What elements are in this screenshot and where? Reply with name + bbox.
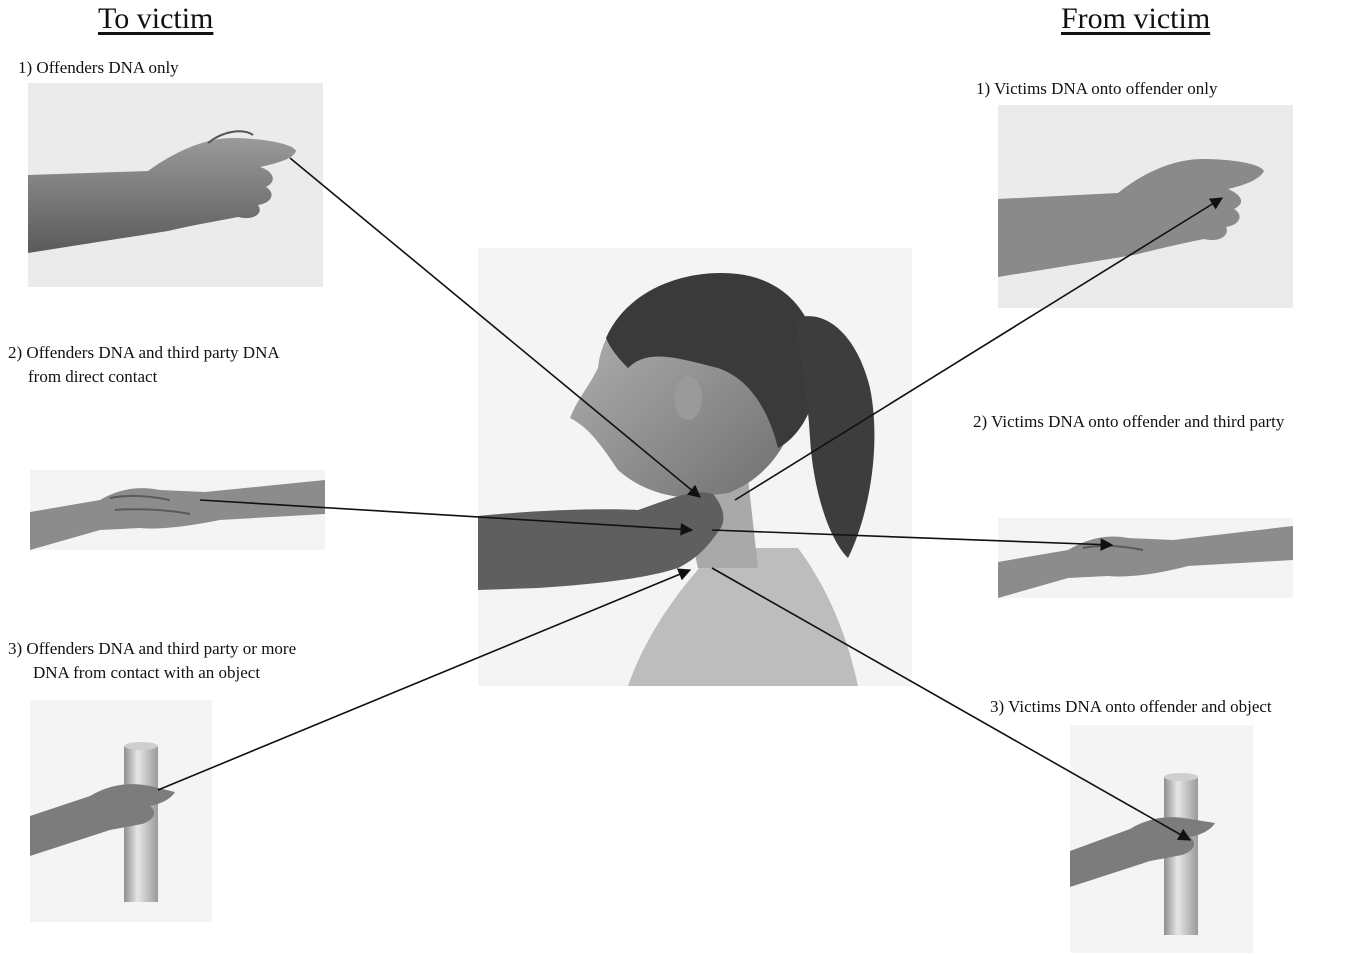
- heading-from-victim: From victim: [1061, 2, 1210, 36]
- panel-offender-hand: [28, 83, 323, 287]
- label-from-victim-1-text: 1) Victims DNA onto offender only: [976, 77, 1218, 101]
- heading-to-victim: To victim: [98, 2, 213, 36]
- label-from-victim-3: 3) Victims DNA onto offender and object: [990, 695, 1272, 719]
- hand-icon: [28, 83, 323, 287]
- label-from-victim-3-text: 3) Victims DNA onto offender and object: [990, 695, 1272, 719]
- victim-head-icon: [478, 248, 912, 686]
- label-to-victim-3-line1: 3) Offenders DNA and third party or more: [8, 637, 296, 661]
- handshake-icon: [998, 518, 1293, 598]
- hand-icon: [998, 105, 1293, 308]
- cylinder-object-icon: [30, 700, 212, 922]
- panel-victim-dna-object: [1070, 725, 1253, 953]
- panel-victim-dna-third-party: [998, 518, 1293, 598]
- label-to-victim-2: 2) Offenders DNA and third party DNA fro…: [8, 341, 280, 389]
- label-from-victim-2: 2) Victims DNA onto offender and third p…: [973, 410, 1284, 434]
- label-to-victim-1: 1) Offenders DNA only: [18, 56, 179, 80]
- cylinder-object-icon: [1070, 725, 1253, 953]
- panel-victim: [478, 248, 912, 686]
- label-from-victim-1: 1) Victims DNA onto offender only: [976, 77, 1218, 101]
- panel-victim-dna-offender: [998, 105, 1293, 308]
- label-to-victim-2-line1: 2) Offenders DNA and third party DNA: [8, 341, 280, 365]
- label-to-victim-1-text: 1) Offenders DNA only: [18, 56, 179, 80]
- label-to-victim-3-line2: DNA from contact with an object: [8, 661, 296, 685]
- label-to-victim-2-line2: from direct contact: [8, 365, 280, 389]
- label-from-victim-2-text: 2) Victims DNA onto offender and third p…: [973, 410, 1284, 434]
- handshake-icon: [30, 470, 325, 550]
- label-to-victim-3: 3) Offenders DNA and third party or more…: [8, 637, 296, 685]
- panel-object-contact: [30, 700, 212, 922]
- panel-third-party-contact: [30, 470, 325, 550]
